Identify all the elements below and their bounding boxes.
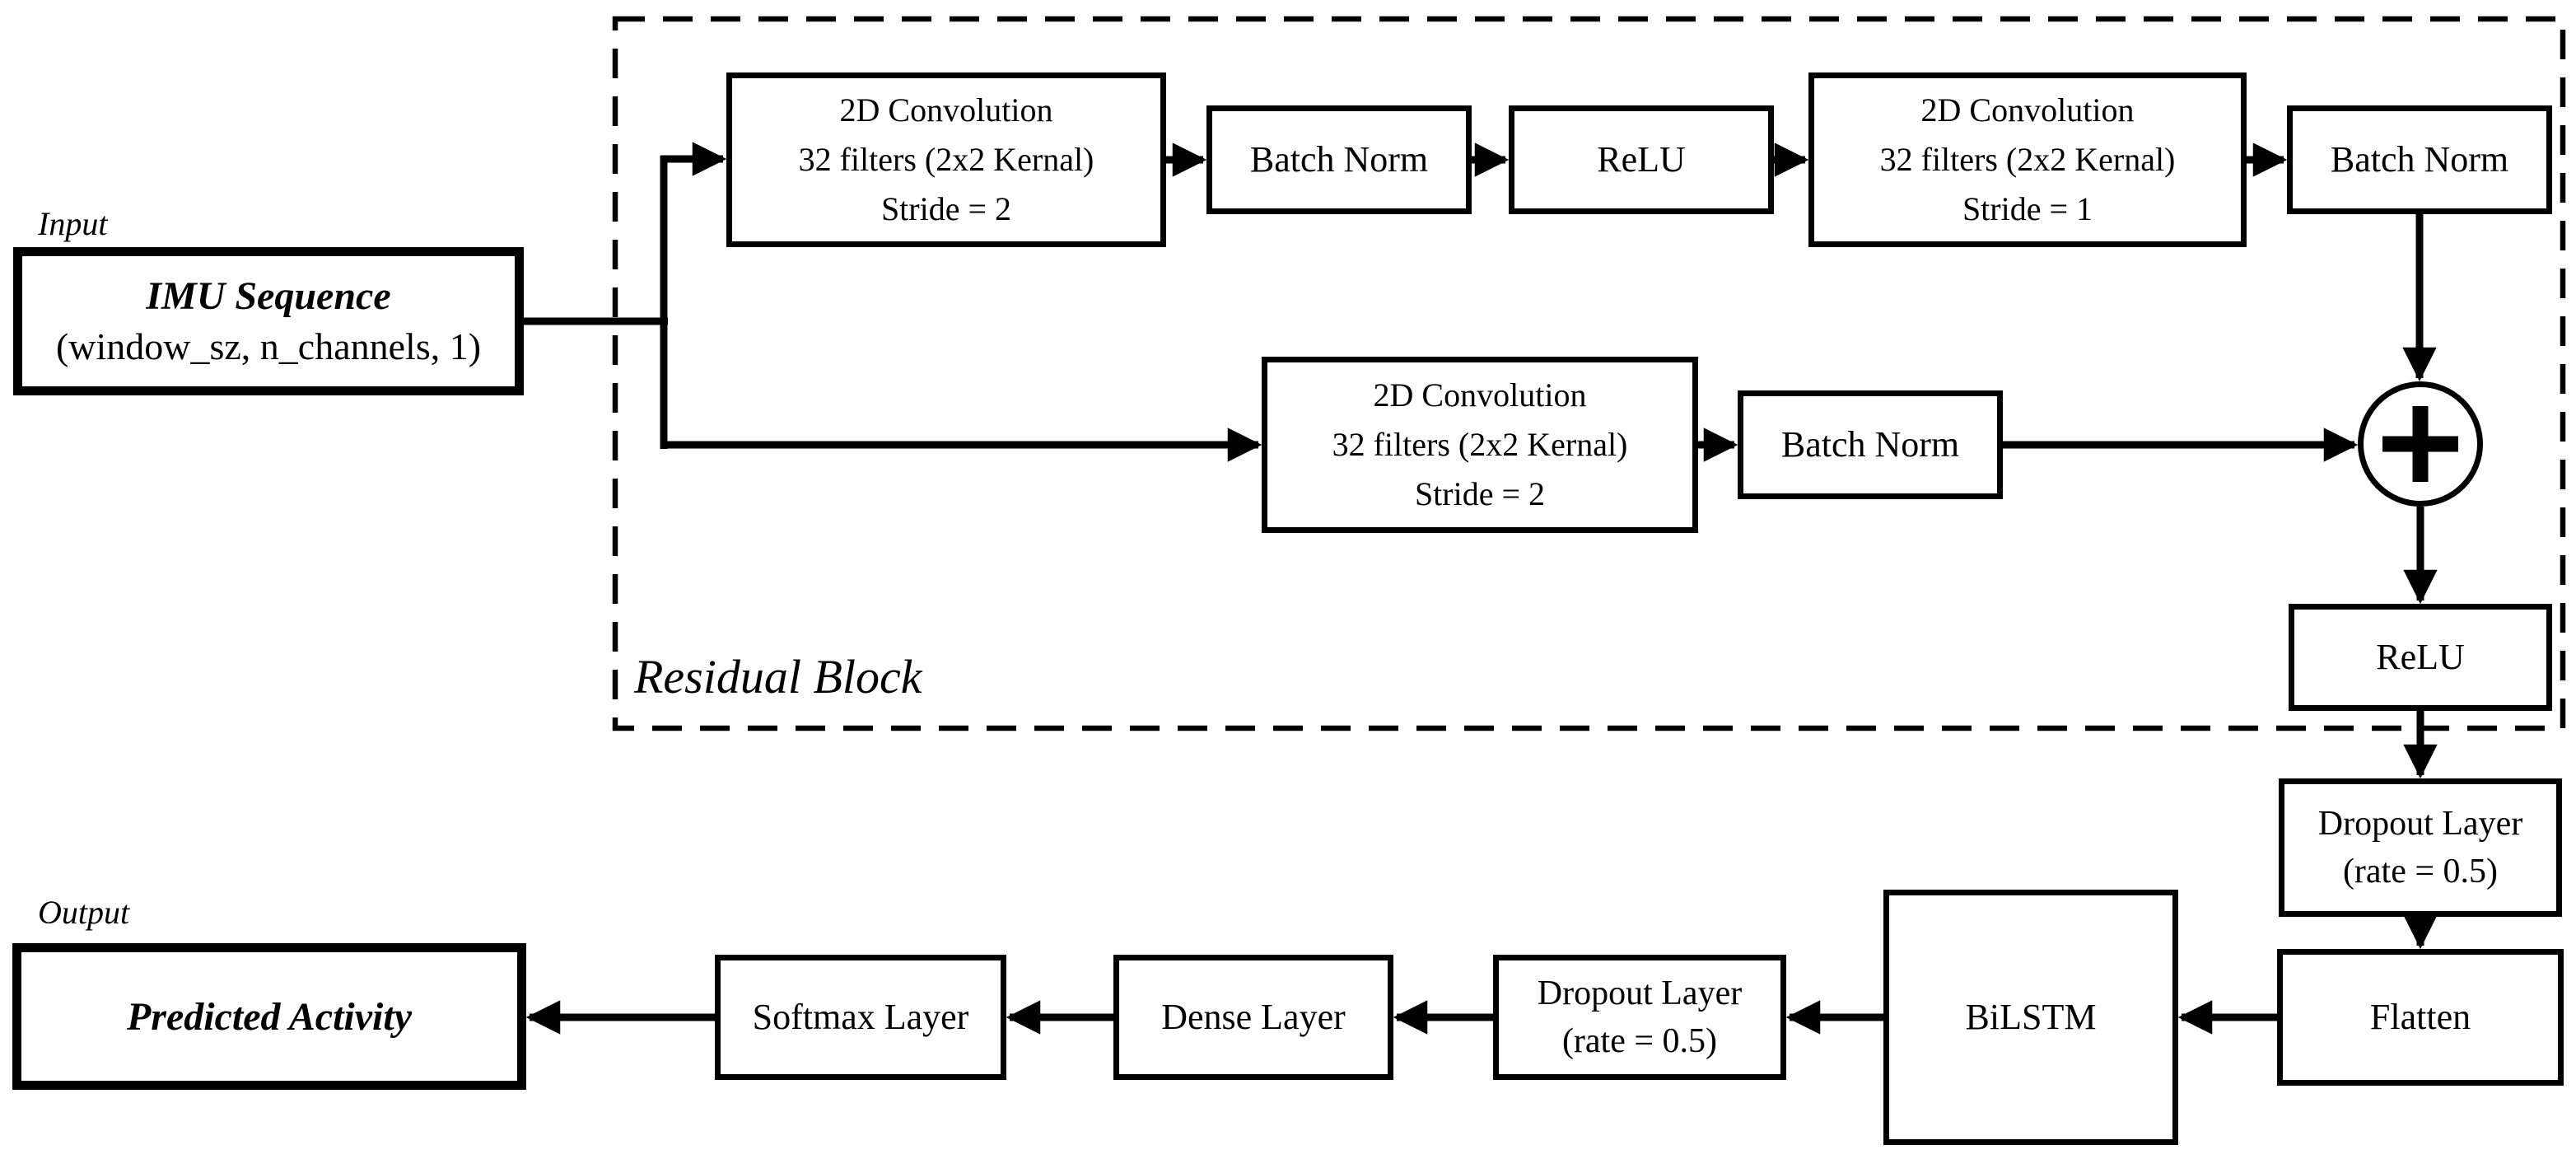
conv1-line2: 32 filters (2x2 Kernal) (798, 141, 1094, 178)
residual-block-dashed-border (612, 16, 2566, 731)
dense-label: Dense Layer (1161, 997, 1346, 1037)
predicted-activity-title: Predicted Activity (126, 994, 413, 1039)
dropout1-line1: Dropout Layer (2317, 805, 2523, 843)
conv2-line1: 2D Convolution (1920, 91, 2135, 129)
bilstm-label: BiLSTM (1965, 997, 2097, 1037)
batch-norm2-label: Batch Norm (2330, 139, 2509, 180)
dropout-box-2: Dropout Layer (rate = 0.5) (1493, 955, 1786, 1080)
predicted-activity-box: Predicted Activity (12, 943, 526, 1090)
input-label: Input (38, 205, 108, 242)
imu-sequence-shape: (window_sz, n_channels, 1) (55, 325, 482, 367)
batch-norm1-label: Batch Norm (1249, 139, 1429, 180)
flatten-label: Flatten (2369, 997, 2471, 1037)
add-junction (2358, 381, 2483, 507)
relu1-label: ReLU (1597, 139, 1686, 180)
batch-norm-box-3: Batch Norm (1738, 390, 2003, 499)
relu-box-1: ReLU (1509, 105, 1774, 214)
conv-skip-line1: 2D Convolution (1373, 376, 1587, 414)
bilstm-box: BiLSTM (1883, 890, 2178, 1145)
imu-sequence-box: IMU Sequence (window_sz, n_channels, 1) (13, 247, 524, 395)
batch-norm3-label: Batch Norm (1780, 424, 1960, 465)
softmax-layer-box: Softmax Layer (715, 955, 1006, 1080)
dropout2-line1: Dropout Layer (1537, 974, 1743, 1012)
dropout1-line2: (rate = 0.5) (2342, 853, 2499, 890)
conv1-line1: 2D Convolution (839, 91, 1053, 129)
conv2d-box-1: 2D Convolution 32 filters (2x2 Kernal) S… (726, 72, 1166, 247)
batch-norm-box-2: Batch Norm (2287, 105, 2552, 214)
imu-sequence-title: IMU Sequence (146, 274, 391, 318)
conv-skip-line2: 32 filters (2x2 Kernal) (1332, 426, 1628, 463)
batch-norm-box-1: Batch Norm (1206, 105, 1472, 214)
conv1-line3: Stride = 2 (880, 190, 1012, 227)
relu2-label: ReLU (2376, 637, 2465, 677)
dense-layer-box: Dense Layer (1113, 955, 1393, 1080)
dropout2-line2: (rate = 0.5) (1561, 1022, 1718, 1060)
conv-skip-line3: Stride = 2 (1414, 475, 1546, 512)
conv2d-box-skip: 2D Convolution 32 filters (2x2 Kernal) S… (1262, 357, 1698, 533)
flatten-box: Flatten (2277, 949, 2564, 1086)
conv2d-box-2: 2D Convolution 32 filters (2x2 Kernal) S… (1808, 72, 2247, 247)
residual-block-label: Residual Block (634, 650, 922, 703)
softmax-label: Softmax Layer (752, 997, 969, 1037)
conv2-line3: Stride = 1 (1962, 190, 2093, 227)
output-label: Output (38, 894, 130, 931)
relu-box-2: ReLU (2289, 604, 2552, 711)
dropout-box-1: Dropout Layer (rate = 0.5) (2279, 778, 2562, 917)
plus-icon (2382, 406, 2458, 482)
conv2-line2: 32 filters (2x2 Kernal) (1879, 141, 2176, 178)
